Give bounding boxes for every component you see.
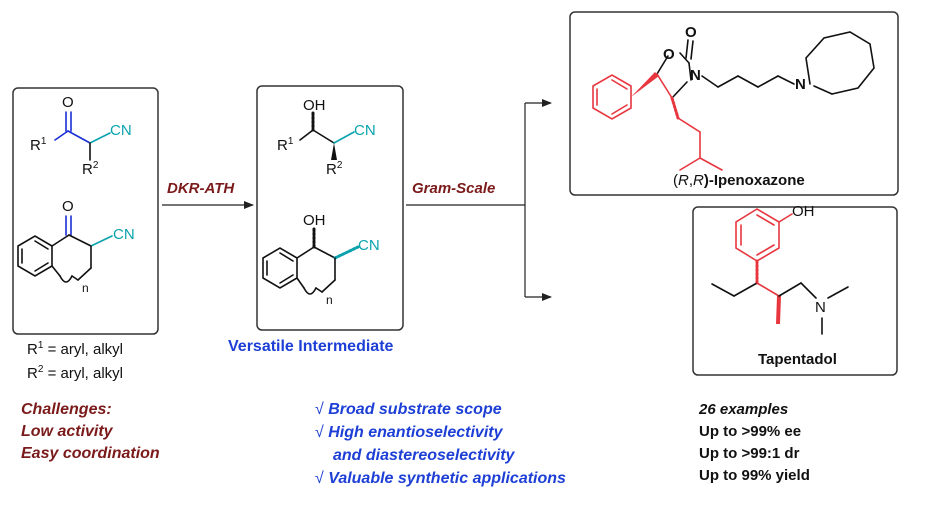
stat-ee: Up to >99% ee bbox=[699, 423, 802, 440]
feature-text: High enantioselectivity bbox=[328, 424, 503, 441]
substituent-r1-superscript: 1 bbox=[37, 340, 44, 351]
feature-text: Broad substrate scope bbox=[328, 401, 502, 418]
r2-superscript: 2 bbox=[92, 160, 99, 171]
feature-text: Valuable synthetic applications bbox=[328, 470, 566, 487]
ketone-oxygen-label: O bbox=[62, 94, 74, 111]
gram-scale-arrow bbox=[406, 99, 552, 301]
ipenoxazone-name-r1: R bbox=[678, 172, 689, 189]
feature-text: and diastereoselectivity bbox=[333, 447, 515, 464]
r1-superscript: 1 bbox=[40, 136, 47, 147]
r2-label: R2 bbox=[82, 160, 98, 178]
acyclic-alcohol-structure bbox=[299, 111, 355, 160]
stat-dr: Up to >99:1 dr bbox=[699, 445, 800, 462]
stat-yield: Up to 99% yield bbox=[699, 467, 810, 484]
ipenoxazone-box bbox=[569, 11, 899, 196]
nitrile-label: CN bbox=[110, 122, 132, 139]
ipenoxazone-structure bbox=[592, 31, 875, 171]
substituent-r2-superscript: 2 bbox=[37, 364, 44, 375]
alcohol-r1-label: R1 bbox=[277, 136, 293, 154]
r1-label: R1 bbox=[30, 136, 46, 154]
tapentadol-nitrogen: N bbox=[815, 299, 826, 316]
tetralone-nitrile-label: CN bbox=[113, 226, 135, 243]
ipenoxazone-name: (R,R)-Ipenoxazone bbox=[673, 172, 805, 189]
alcohol-r2-superscript: 2 bbox=[336, 160, 343, 171]
alcohol-oh-label: OH bbox=[303, 97, 326, 114]
substituent-r1: R1 = aryl, alkyl bbox=[27, 340, 123, 358]
oxazolidinone-carbonyl-oxygen: O bbox=[685, 24, 697, 41]
cyclic-n-label: n bbox=[326, 293, 333, 307]
tapentadol-structure bbox=[711, 208, 849, 335]
substituent-r1-value: = aryl, alkyl bbox=[43, 341, 124, 358]
oxazolidinone-nitrogen: N bbox=[690, 67, 701, 84]
feature-check: √ bbox=[315, 470, 324, 487]
gram-scale-label: Gram-Scale bbox=[412, 180, 496, 197]
feature-check: √ bbox=[315, 424, 324, 441]
ipenoxazone-name-comma: , bbox=[688, 172, 694, 189]
feature-substrate-scope: √ Broad substrate scope bbox=[315, 401, 502, 419]
cyclic-oh-label: OH bbox=[303, 212, 326, 229]
dkr-ath-label: DKR-ATH bbox=[167, 180, 235, 197]
substituent-r2: R2 = aryl, alkyl bbox=[27, 364, 123, 382]
versatile-intermediate-caption: Versatile Intermediate bbox=[228, 338, 394, 355]
substituent-r2-value: = aryl, alkyl bbox=[43, 365, 124, 382]
challenges-heading: Challenges: bbox=[21, 401, 112, 418]
azepane-nitrogen: N bbox=[795, 76, 806, 93]
r2-letter: R bbox=[82, 161, 93, 178]
tapentadol-box bbox=[692, 206, 898, 376]
feature-synthetic-applications: √ Valuable synthetic applications bbox=[315, 470, 566, 488]
cyclic-alcohol-structure bbox=[262, 227, 360, 295]
cyclic-ketonitrile-structure bbox=[17, 215, 113, 283]
intermediate-box bbox=[256, 85, 404, 331]
tetralone-oxygen-label: O bbox=[62, 198, 74, 215]
alcohol-r1-superscript: 1 bbox=[287, 136, 294, 147]
alcohol-r2-letter: R bbox=[326, 161, 337, 178]
ipenoxazone-name-open: ( bbox=[673, 172, 678, 189]
alcohol-r1-letter: R bbox=[277, 137, 288, 154]
alcohol-nitrile-label: CN bbox=[354, 122, 376, 139]
substituent-r1-letter: R bbox=[27, 341, 38, 358]
feature-enantioselectivity: √ High enantioselectivity bbox=[315, 424, 503, 442]
feature-diastereoselectivity: and diastereoselectivity bbox=[333, 447, 514, 465]
tapentadol-oh-label: OH bbox=[792, 203, 815, 220]
stat-examples: 26 examples bbox=[699, 401, 789, 418]
challenge-low-activity: Low activity bbox=[21, 423, 113, 440]
substituent-r2-letter: R bbox=[27, 365, 38, 382]
alcohol-r2-label: R2 bbox=[326, 160, 342, 178]
substrate-box bbox=[12, 87, 159, 335]
cyclic-nitrile-label: CN bbox=[358, 237, 380, 254]
challenge-easy-coordination: Easy coordination bbox=[21, 445, 160, 462]
ipenoxazone-name-r2: R bbox=[693, 172, 704, 189]
r1-letter: R bbox=[30, 137, 41, 154]
acyclic-ketonitrile-structure bbox=[54, 111, 111, 161]
feature-check: √ bbox=[315, 401, 324, 418]
ipenoxazone-name-rest: )-Ipenoxazone bbox=[703, 172, 805, 189]
tetralone-n-label: n bbox=[82, 281, 89, 295]
oxazolidinone-ring-oxygen: O bbox=[663, 46, 675, 63]
tapentadol-name: Tapentadol bbox=[758, 351, 837, 368]
